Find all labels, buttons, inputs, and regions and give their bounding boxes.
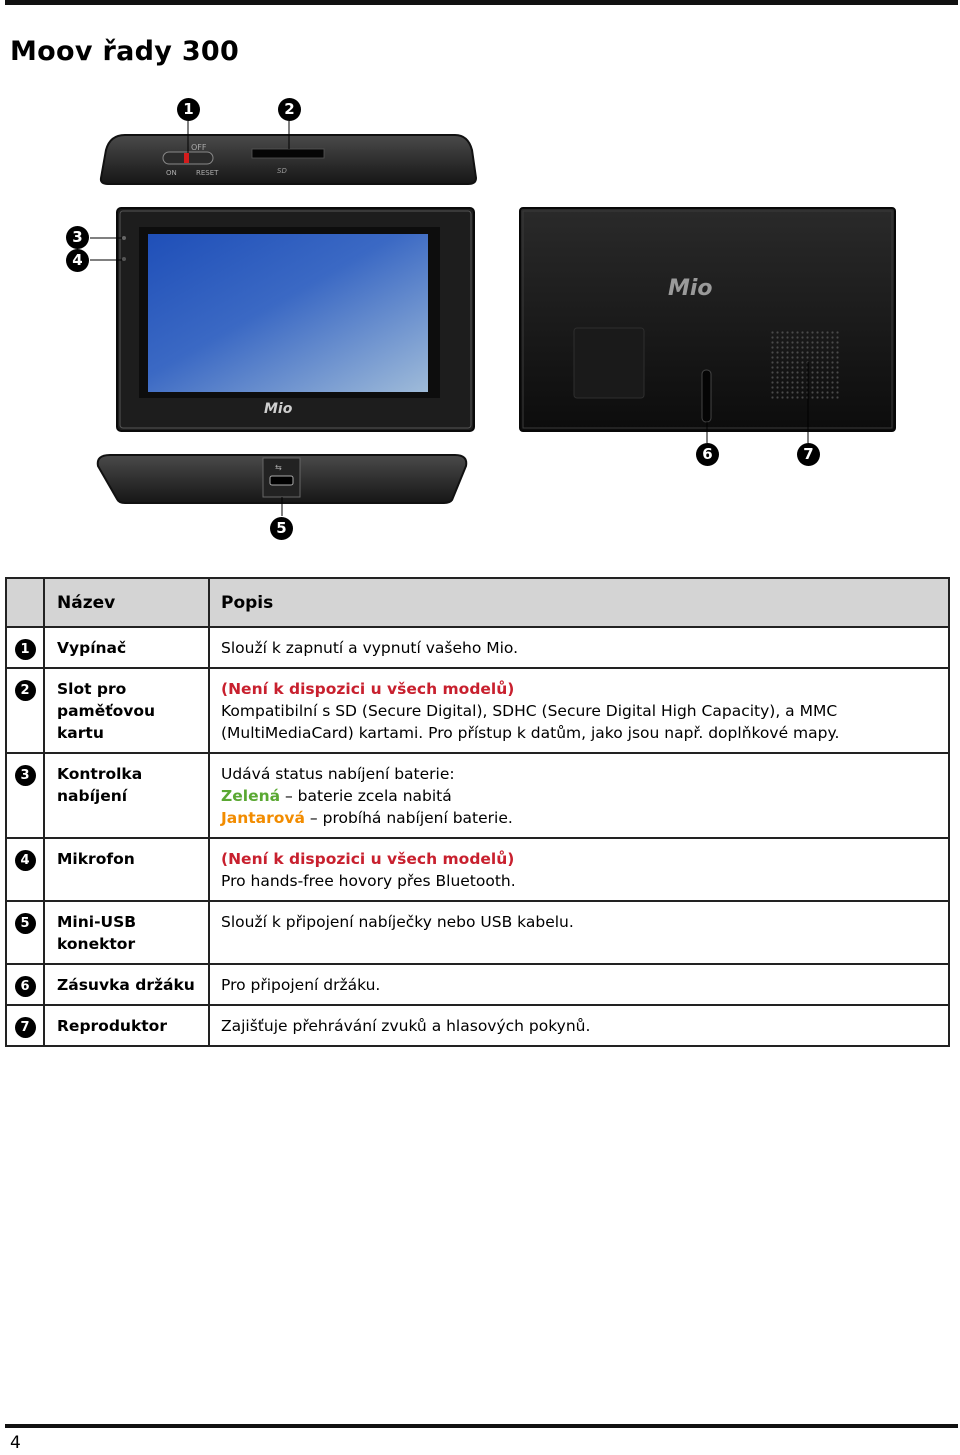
description-line: Jantarová – probíhá nabíjení baterie.: [221, 807, 942, 829]
header-description: Popis: [208, 577, 950, 628]
description-line: (Není k dispozici u všech modelů): [221, 848, 942, 870]
svg-text:⇆: ⇆: [275, 463, 282, 472]
row-name: Mini-USB konektor: [43, 900, 210, 965]
device-bottom-edge: ⇆: [96, 454, 468, 504]
description-amber-text: Jantarová: [221, 809, 305, 827]
description-line: Pro připojení držáku.: [221, 974, 942, 996]
description-line: Pro hands-free hovory přes Bluetooth.: [221, 870, 942, 892]
row-number-cell: 7: [5, 1004, 45, 1047]
marker-5: 5: [270, 517, 293, 540]
marker-2: 2: [278, 98, 301, 121]
device-top-edge: OFF ON RESET SD: [99, 134, 478, 185]
cradle-socket: [701, 369, 712, 423]
table-row: 7 Reproduktor Zajišťuje přehrávání zvuků a…: [5, 1004, 950, 1047]
description-red-text: (Není k dispozici u všech modelů): [221, 680, 515, 698]
description-green-text: Zelená: [221, 787, 281, 805]
marker-4: 4: [66, 249, 89, 272]
top-rule: [5, 0, 958, 5]
description-line: Slouží k zapnutí a vypnutí vašeho Mio.: [221, 637, 942, 659]
row-name: Reproduktor: [43, 1004, 210, 1047]
switch-label-reset: RESET: [196, 169, 219, 177]
row-description: Slouží k připojení nabíječky nebo USB ka…: [208, 900, 950, 965]
charge-led: [122, 236, 126, 240]
row-number-cell: 6: [5, 963, 45, 1006]
description-text: Slouží k zapnutí a vypnutí vašeho Mio.: [221, 639, 519, 657]
sd-logo: SD: [277, 167, 287, 175]
page-number: 4: [10, 1433, 21, 1453]
description-text: – baterie zcela nabitá: [280, 787, 452, 805]
description-red-text: (Není k dispozici u všech modelů): [221, 850, 515, 868]
description-text: Slouží k připojení nabíječky nebo USB ka…: [221, 913, 574, 931]
row-number-cell: 4: [5, 837, 45, 902]
front-brand-logo: Mio: [264, 401, 293, 417]
marker-7: 7: [797, 443, 820, 466]
description-line: Zajišťuje přehrávání zvuků a hlasových p…: [221, 1015, 942, 1037]
description-line: Udává status nabíjení baterie:: [221, 763, 942, 785]
description-line: (Není k dispozici u všech modelů): [221, 678, 942, 700]
microphone-hole: [122, 257, 126, 261]
description-line: Zelená – baterie zcela nabitá: [221, 785, 942, 807]
speaker-grill: [769, 329, 841, 399]
row-marker: 7: [14, 1017, 36, 1038]
row-name: Vypínač: [43, 626, 210, 669]
device-front: Mio: [116, 207, 475, 432]
description-text: – probíhá nabíjení baterie.: [305, 809, 513, 827]
header-name: Název: [43, 577, 210, 628]
bottom-rule: [5, 1424, 958, 1428]
switch-label-off: OFF: [191, 143, 207, 152]
description-text: Udává status nabíjení baterie:: [221, 765, 455, 783]
table-body: 1 Vypínač Slouží k zapnutí a vypnutí vašeh…: [5, 626, 950, 1047]
switch-label-on: ON: [166, 169, 177, 177]
page-title: Moov řady 300: [10, 36, 240, 67]
description-text: Zajišťuje přehrávání zvuků a hlasových p…: [221, 1017, 591, 1035]
device-back: Mio: [519, 207, 896, 432]
table-row: 1 Vypínač Slouží k zapnutí a vypnutí vašeh…: [5, 626, 950, 669]
row-marker: 3: [14, 765, 36, 786]
row-name: Slot pro paměťovou kartu: [43, 667, 210, 754]
row-name: Zásuvka držáku: [43, 963, 210, 1006]
row-marker: 6: [14, 976, 36, 997]
row-number-cell: 2: [5, 667, 45, 754]
row-marker: 1: [14, 639, 36, 660]
mini-usb-port: [269, 475, 294, 486]
description-line: Slouží k připojení nabíječky nebo USB ka…: [221, 911, 942, 933]
device-figure: OFF ON RESET SD Mio ⇆: [0, 90, 960, 550]
row-description: (Není k dispozici u všech modelů) Pro han…: [208, 837, 950, 902]
marker-6: 6: [696, 443, 719, 466]
row-description: Pro připojení držáku.: [208, 963, 950, 1006]
row-description: Udává status nabíjení baterie: Zelená – b…: [208, 752, 950, 839]
marker-3: 3: [66, 226, 89, 249]
description-line: Kompatibilní s SD (Secure Digital), SDHC…: [221, 700, 942, 744]
row-marker: 2: [14, 680, 36, 701]
row-marker: 5: [14, 913, 36, 934]
screen: [148, 234, 428, 392]
table-row: 5 Mini-USB konektor Slouží k připojení nab…: [5, 900, 950, 965]
row-description: Zajišťuje přehrávání zvuků a hlasových p…: [208, 1004, 950, 1047]
table-header-row: Název Popis: [5, 577, 950, 628]
row-number-cell: 3: [5, 752, 45, 839]
row-description: (Není k dispozici u všech modelů) Kompati…: [208, 667, 950, 754]
component-table: Název Popis 1 Vypínač Slouží k zapnutí a v…: [5, 577, 950, 1047]
marker-1: 1: [177, 98, 200, 121]
description-text: Pro připojení držáku.: [221, 976, 381, 994]
back-brand-logo: Mio: [668, 276, 713, 301]
row-number-cell: 5: [5, 900, 45, 965]
row-number-cell: 1: [5, 626, 45, 669]
row-marker: 4: [14, 850, 36, 871]
table-row: 6 Zásuvka držáku Pro připojení držáku.: [5, 963, 950, 1006]
header-number: [5, 577, 45, 628]
row-description: Slouží k zapnutí a vypnutí vašeho Mio.: [208, 626, 950, 669]
row-name: Kontrolka nabíjení: [43, 752, 210, 839]
sd-slot: [251, 148, 325, 159]
description-text: Pro hands-free hovory přes Bluetooth.: [221, 872, 516, 890]
device-illustration: OFF ON RESET SD Mio ⇆: [90, 121, 896, 516]
description-text: Kompatibilní s SD (Secure Digital), SDHC…: [221, 702, 840, 742]
row-name: Mikrofon: [43, 837, 210, 902]
